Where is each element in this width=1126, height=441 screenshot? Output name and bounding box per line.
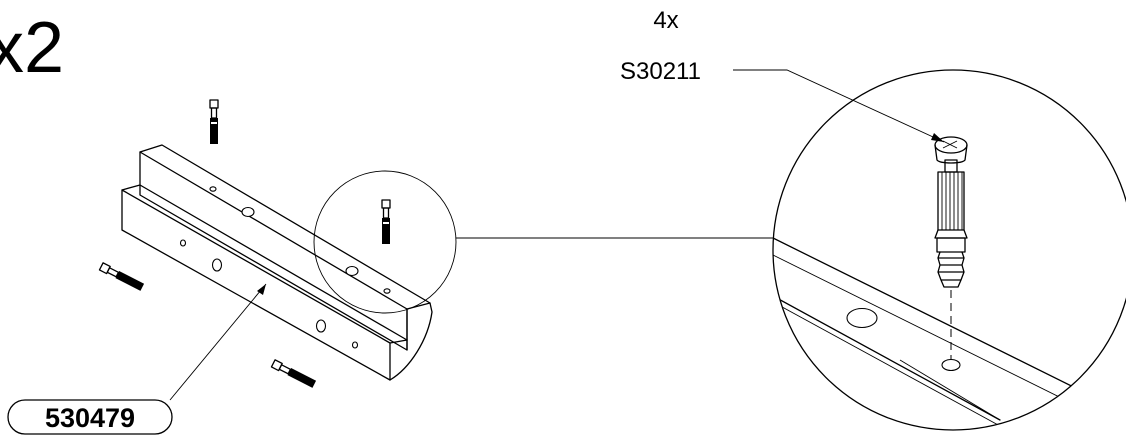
cam-bolt-icon [209,99,219,144]
part-number-badge [7,399,173,435]
part-number: 530479 [45,403,135,433]
cam-bolt-icon [98,262,145,291]
step-multiplier: x2 [0,8,64,88]
hardware-leader-line [733,69,945,143]
cam-bolt-icon [934,136,968,288]
hardware-quantity: 4x [653,7,678,34]
wooden-rail [121,144,433,381]
detail-panel-edges [773,237,1126,430]
hardware-leader-arrow [931,133,944,142]
zoom-source-circle [313,170,457,314]
zoom-detail-icon [772,69,1126,431]
cam-bolt-icon [381,199,391,244]
part-leader-line [169,283,267,401]
hardware-part-code: S30211 [620,58,701,85]
cam-bolt-icon [270,359,317,388]
part-leader-arrow [257,284,266,295]
